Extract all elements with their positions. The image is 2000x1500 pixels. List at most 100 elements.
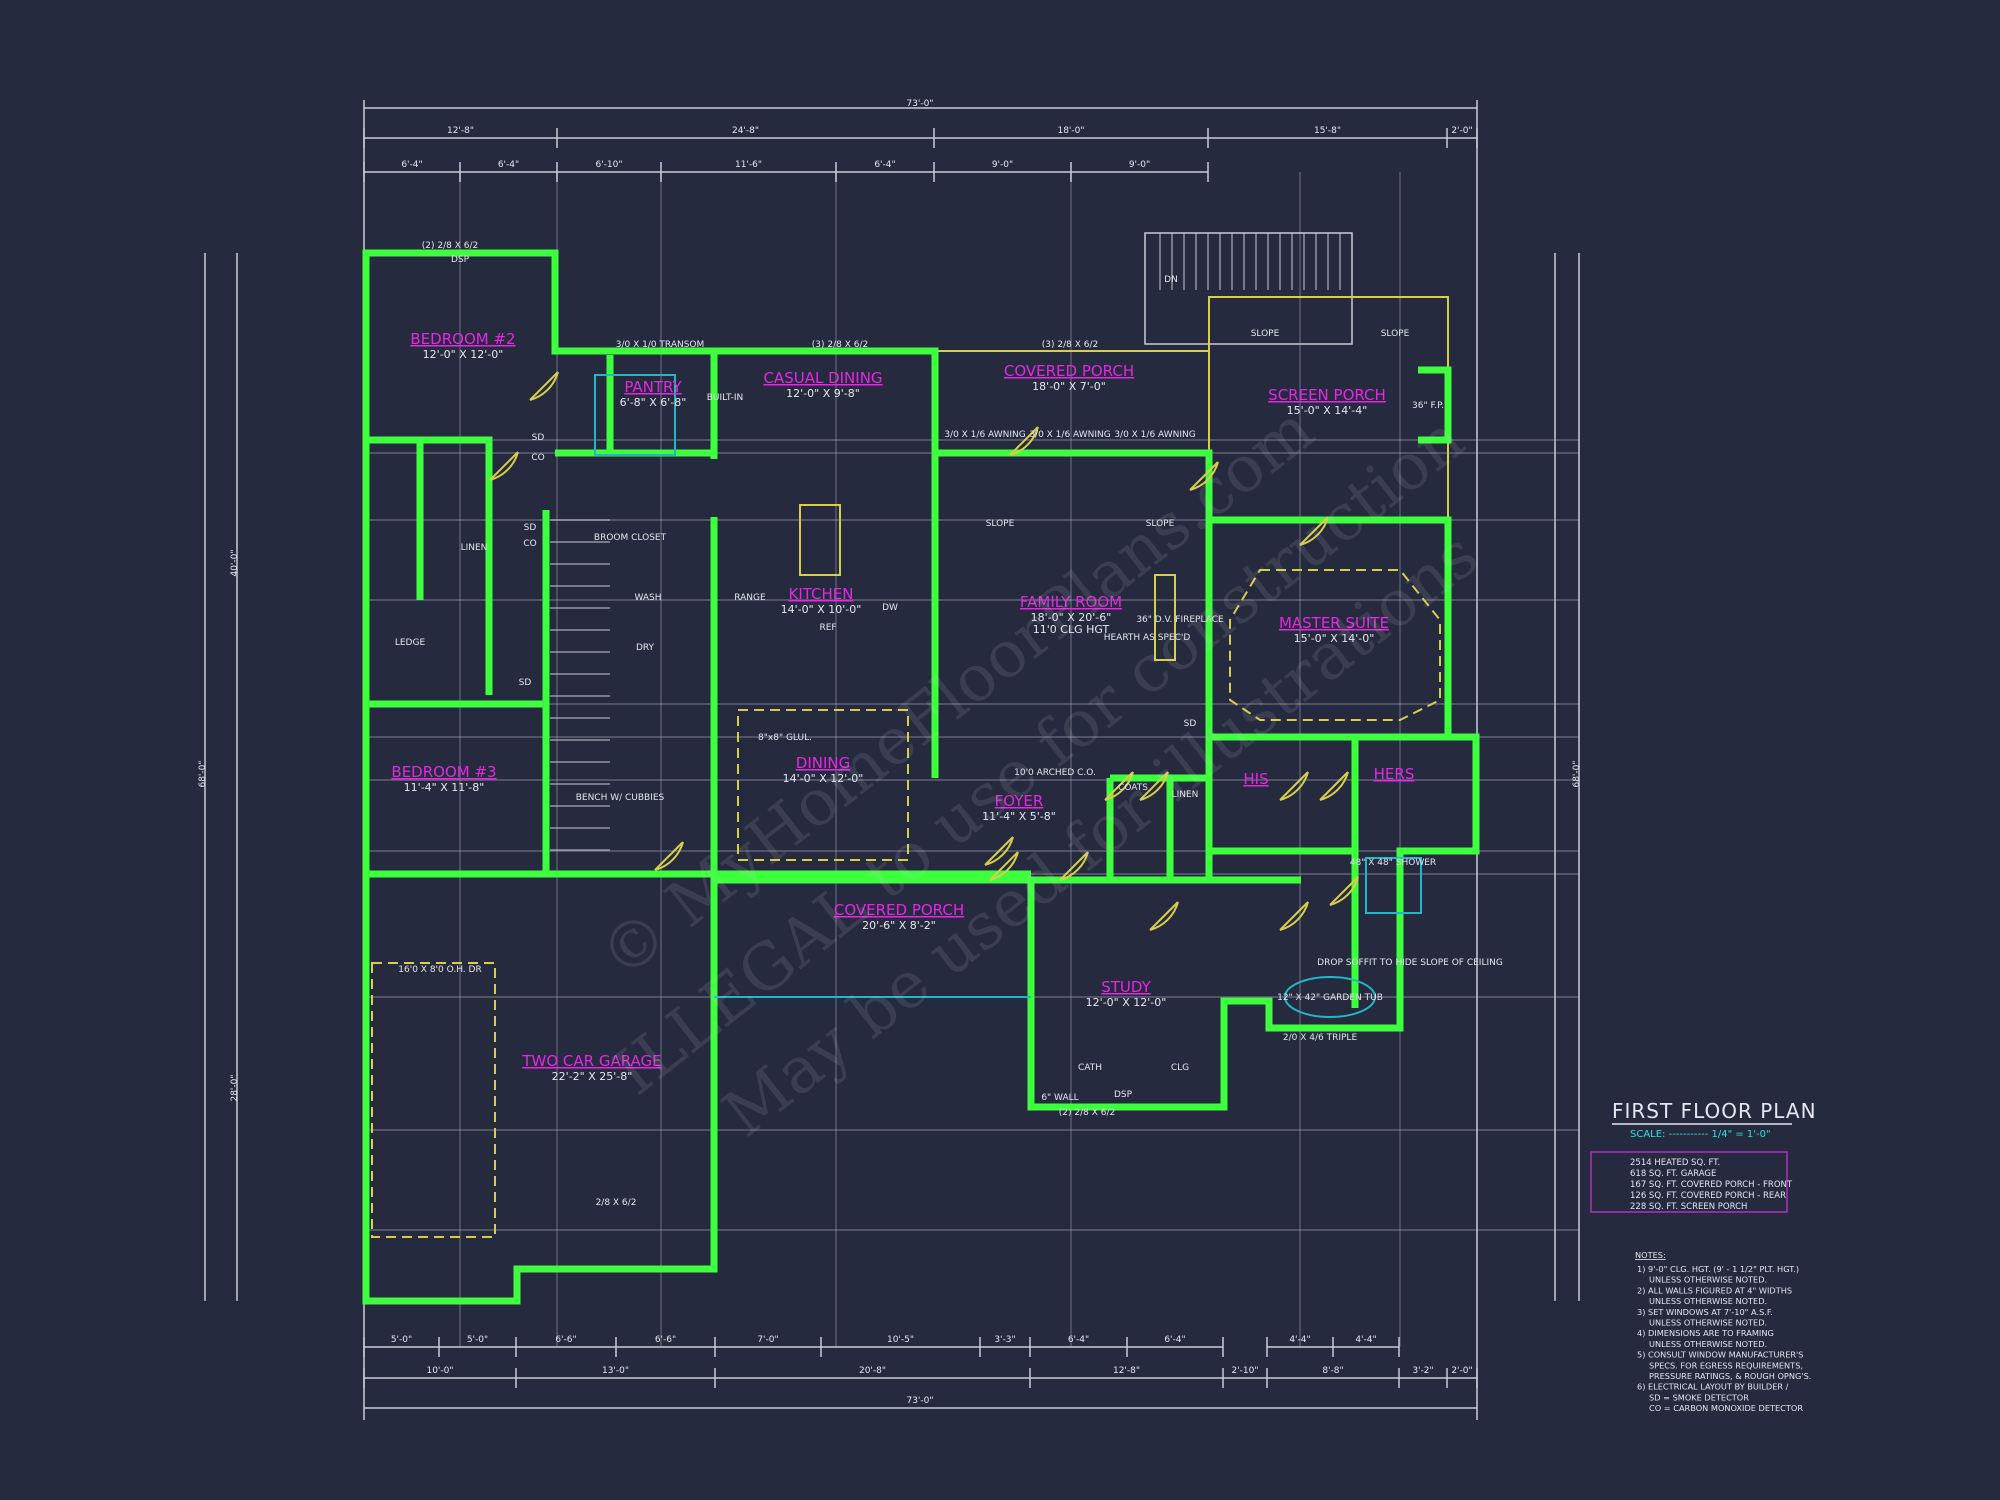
area-line: 167 SQ. FT. COVERED PORCH - FRONT (1630, 1180, 1793, 1190)
room-label: CASUAL DINING (763, 369, 882, 387)
dimension-label: 11'-6" (735, 160, 762, 170)
annotation-label: 48" X 48" SHOWER (1350, 858, 1436, 868)
room-label: TWO CAR GARAGE (521, 1052, 661, 1070)
door-swing (489, 451, 519, 481)
annotation-label: CLG (1171, 1063, 1189, 1073)
notes-heading: NOTES: (1635, 1250, 1666, 1260)
annotation-label: 3/0 X 1/6 AWNING (1029, 430, 1110, 440)
title-block: FIRST FLOOR PLAN SCALE: ----------- 1/4"… (1590, 1099, 1816, 1213)
room-label: BEDROOM #2 (410, 330, 515, 348)
annotation-label: LEDGE (395, 638, 426, 648)
room-size: 6'-8" X 6'-8" (620, 396, 687, 409)
annotation-label: BROOM CLOSET (594, 533, 667, 543)
annotation-label: SD (532, 433, 545, 443)
annotation-label: SLOPE (1146, 519, 1175, 529)
area-line: 126 SQ. FT. COVERED PORCH - REAR (1630, 1191, 1786, 1201)
note-line: 2) ALL WALLS FIGURED AT 4" WIDTHS (1637, 1285, 1792, 1295)
area-line: 618 SQ. FT. GARAGE (1630, 1169, 1716, 1179)
annotation-label: BUILT-IN (707, 393, 744, 403)
annotation-label: HEARTH AS SPEC'D (1104, 633, 1191, 643)
interior-walls (366, 351, 1476, 1008)
note-line: UNLESS OTHERWISE NOTED. (1649, 1275, 1767, 1285)
room-size: 15'-0" X 14'-4" (1287, 404, 1368, 417)
dimension-label: 68'-0" (198, 760, 208, 787)
dimension-label: 4'-4" (1289, 1335, 1310, 1345)
note-line: 5) CONSULT WINDOW MANUFACTURER'S (1637, 1350, 1804, 1360)
door-swing (984, 836, 1014, 866)
dimension-label: 12'-8" (1113, 1366, 1140, 1376)
annotation-label: 16'0 X 8'0 O.H. DR (398, 965, 481, 975)
dimension-lines (204, 100, 1580, 1420)
annotation-label: DSP (451, 255, 470, 265)
door-swing (1299, 516, 1329, 546)
room-size: 12'-0" X 12'-0" (423, 348, 504, 361)
dimension-label: 5'-0" (467, 1335, 488, 1345)
annotation-label: SD (524, 523, 537, 533)
door-swing (1139, 771, 1169, 801)
note-line: SPECS. FOR EGRESS REQUIREMENTS, (1649, 1360, 1803, 1370)
annotation-label: 6" WALL (1041, 1093, 1078, 1103)
room-label: COVERED PORCH (1004, 362, 1134, 380)
annotation-label: SLOPE (1251, 329, 1280, 339)
annotation-label: SLOPE (1381, 329, 1410, 339)
annotation-label: 3/0 X 1/6 AWNING (944, 430, 1025, 440)
room-label: FAMILY ROOM (1020, 593, 1122, 611)
door-swing (1149, 901, 1179, 931)
room-label: STUDY (1101, 978, 1151, 996)
annotation-label: REF (819, 623, 836, 633)
dimension-label: 15'-8" (1314, 126, 1341, 136)
annotation-label: 3/0 X 1/0 TRANSOM (616, 340, 705, 350)
note-line: 1) 9'-0" CLG. HGT. (9' - 1 1/2" PLT. HGT… (1637, 1264, 1799, 1274)
dimension-label: 6'-4" (874, 160, 895, 170)
plan-scale: SCALE: ----------- 1/4" = 1'-0" (1630, 1129, 1771, 1140)
room-label: FOYER (995, 792, 1044, 810)
dimension-label: 13'-0" (602, 1366, 629, 1376)
dimension-label: 3'-3" (994, 1335, 1015, 1345)
dimension-label: 73'-0" (906, 1396, 933, 1406)
annotation-label: (2) 2/8 X 6/2 (1059, 1108, 1115, 1118)
fireplace-family (1154, 574, 1176, 661)
dimension-label: 20'-8" (859, 1366, 886, 1376)
annotation-label: 12" X 42" GARDEN TUB (1277, 993, 1383, 1003)
annotation-label: 2/8 X 6/2 (596, 1198, 637, 1208)
room-size: 20'-6" X 8'-2" (862, 919, 936, 932)
room-size: 11'-4" X 11'-8" (404, 781, 485, 794)
annotation-label: WASH (634, 593, 661, 603)
room-label: KITCHEN (789, 585, 854, 603)
dimension-label: 2'-0" (1451, 126, 1472, 136)
dimension-label: 8'-8" (1322, 1366, 1343, 1376)
annotation-label: DN (1164, 275, 1178, 285)
dimension-label: 2'-10" (1231, 1366, 1258, 1376)
annotation-label: (2) 2/8 X 6/2 (422, 241, 478, 251)
dimension-label: 12'-8" (447, 126, 474, 136)
annotation-label: (3) 2/8 X 6/2 (812, 340, 868, 350)
dimension-label: 6'-4" (1068, 1335, 1089, 1345)
annotation-label: SD (519, 678, 532, 688)
room-size: 12'-0" X 9'-8" (786, 387, 860, 400)
annotation-label: DW (882, 603, 898, 613)
door-swing (1279, 771, 1309, 801)
note-line: 3) SET WINDOWS AT 7'-10" A.S.F. (1637, 1307, 1773, 1317)
room-label: HERS (1374, 765, 1415, 783)
door-swing (1319, 771, 1349, 801)
dimension-label: 7'-0" (757, 1335, 778, 1345)
dimension-label: 9'-0" (992, 160, 1013, 170)
annotation-label: DRY (636, 643, 655, 653)
dimension-label: 6'-4" (401, 160, 422, 170)
annotation-label: LINEN (1172, 790, 1199, 800)
annotation-label: COATS (1118, 783, 1148, 793)
room-label: BEDROOM #3 (391, 763, 496, 781)
dimension-label: 24'-8" (732, 126, 759, 136)
door-swing (1329, 876, 1359, 906)
pantry-shelves (594, 374, 676, 456)
note-line: 6) ELECTRICAL LAYOUT BY BUILDER / (1637, 1382, 1789, 1392)
dimension-label: 5'-0" (391, 1335, 412, 1345)
room-label: HIS (1243, 770, 1268, 788)
door-swing (1009, 426, 1039, 456)
door-swing (654, 841, 684, 871)
stair-outline (1144, 232, 1353, 345)
annotation-label: 8"x8" GLUL. (758, 733, 812, 743)
note-line: SD = SMOKE DETECTOR (1649, 1392, 1749, 1402)
annotation-label: SD (1184, 719, 1197, 729)
dimension-label: 73'-0" (906, 99, 933, 109)
